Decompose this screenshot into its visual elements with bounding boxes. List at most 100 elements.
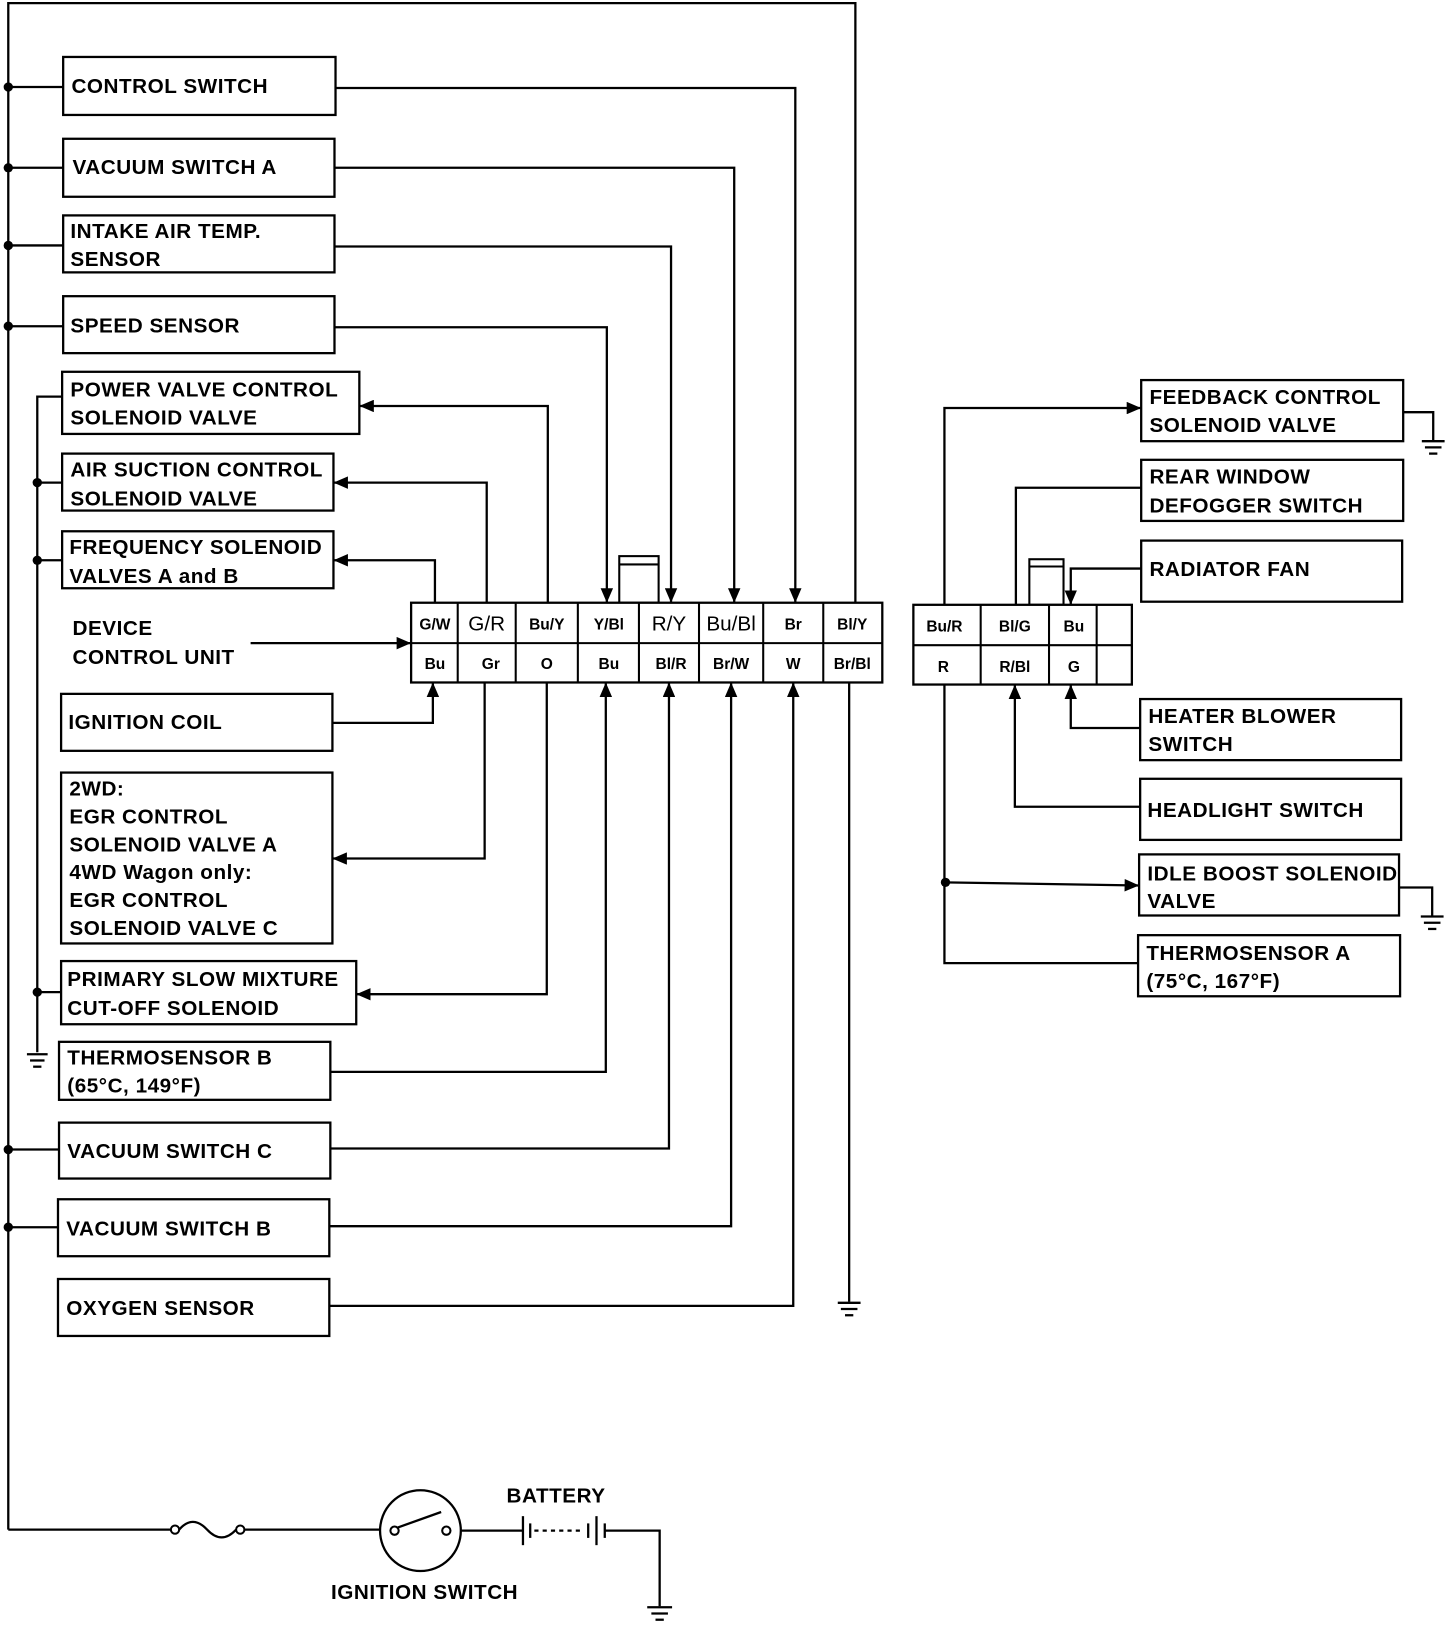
wire-feedback-control bbox=[943, 401, 1142, 605]
intake-air-temp-label-2: SENSOR bbox=[70, 248, 161, 271]
pin-label: Bu/Y bbox=[529, 617, 565, 634]
control-switch-box: CONTROL SWITCH bbox=[62, 55, 337, 117]
feedback-control-label-1: FEEDBACK CONTROL bbox=[1149, 386, 1380, 409]
air-suction-label-2: SOLENOID VALVE bbox=[70, 487, 257, 510]
pin-label: Gr bbox=[482, 656, 500, 673]
power-valve-label-1: POWER VALVE CONTROL bbox=[70, 379, 338, 402]
pin-label: Bu bbox=[425, 656, 446, 673]
connector-2: Bu/R Bl/G Bu R R/Bl G bbox=[912, 558, 1134, 686]
pin-label: Br/W bbox=[713, 656, 750, 673]
intake-air-temp-sensor-box: INTAKE AIR TEMP. SENSOR bbox=[62, 214, 336, 274]
speed-sensor-label: SPEED SENSOR bbox=[70, 314, 240, 337]
frequency-solenoid-label-1: FREQUENCY SOLENOID bbox=[69, 536, 322, 559]
device-control-unit-label-2: CONTROL UNIT bbox=[72, 646, 234, 669]
pin-label: G/R bbox=[468, 613, 505, 636]
pin-label: Bu bbox=[599, 656, 620, 673]
speed-sensor-box: SPEED SENSOR bbox=[62, 295, 336, 355]
ground-symbol-idle-boost bbox=[1420, 915, 1444, 931]
wire-heater-blower bbox=[1064, 684, 1141, 730]
feedback-control-label-2: SOLENOID VALVE bbox=[1149, 414, 1336, 437]
wire-intake-air-temp bbox=[334, 245, 678, 603]
primary-slow-mixture-label-1: PRIMARY SLOW MIXTURE bbox=[67, 968, 338, 991]
thermosensor-a-box: THERMOSENSOR A (75°C, 167°F) bbox=[1136, 934, 1402, 998]
junction-dot bbox=[32, 477, 42, 488]
secondary-ground-bus bbox=[36, 395, 63, 1053]
wire-vacuum-switch-a bbox=[334, 166, 741, 603]
wire-thermosensor-b bbox=[330, 682, 613, 1074]
pin-label: O bbox=[541, 656, 553, 673]
thermosensor-a-label-1: THERMOSENSOR A bbox=[1146, 942, 1350, 965]
ignition-coil-box: IGNITION COIL bbox=[59, 692, 334, 752]
pin-label: Bu bbox=[1064, 619, 1085, 636]
junction-dot bbox=[3, 82, 13, 92]
frequency-solenoid-label-2: VALVES A and B bbox=[69, 565, 238, 588]
air-suction-label-1: AIR SUCTION CONTROL bbox=[70, 458, 323, 481]
connector-1: G/W G/R Bu/Y Y/Bl R/Y Bu/Bl Br Bl/Y Bu G… bbox=[409, 555, 884, 684]
wire-power-valve bbox=[359, 399, 549, 603]
junction-dot bbox=[32, 987, 42, 997]
device-control-unit-label-1: DEVICE bbox=[72, 617, 152, 640]
wire-oxygen-sensor bbox=[329, 682, 800, 1308]
pin-label: Bl/R bbox=[656, 656, 687, 673]
ignition-coil-label: IGNITION COIL bbox=[68, 711, 222, 734]
primary-slow-mixture-box: PRIMARY SLOW MIXTURE CUT-OFF SOLENOID bbox=[59, 959, 358, 1026]
pin-label: R/Y bbox=[652, 613, 687, 636]
junction-dot bbox=[3, 163, 13, 173]
wire-battery-ground bbox=[604, 1529, 661, 1607]
junction-dot bbox=[3, 1144, 13, 1155]
wire-headlight-switch bbox=[1008, 684, 1141, 808]
egr-label-4: 4WD Wagon only: bbox=[69, 861, 252, 884]
oxygen-sensor-box: OXYGEN SENSOR bbox=[56, 1277, 331, 1338]
egr-label-6: SOLENOID VALVE C bbox=[69, 917, 278, 940]
wire-idle-boost-ground bbox=[1399, 886, 1434, 916]
wire-rear-window-defogger bbox=[1014, 486, 1142, 605]
pin-label: R/Bl bbox=[999, 659, 1030, 676]
pin-label: Bl/G bbox=[999, 619, 1031, 636]
rear-window-label-1: REAR WINDOW bbox=[1149, 466, 1310, 489]
wire-radiator-fan bbox=[1064, 567, 1142, 605]
power-valve-label-2: SOLENOID VALVE bbox=[70, 407, 257, 430]
battery-icon bbox=[521, 1516, 606, 1546]
egr-label-3: SOLENOID VALVE A bbox=[69, 833, 277, 856]
radiator-fan-box: RADIATOR FAN bbox=[1140, 539, 1404, 603]
egr-label-5: EGR CONTROL bbox=[69, 889, 228, 912]
junction-dot bbox=[3, 321, 13, 331]
wire-vacuum-switch-b bbox=[329, 682, 738, 1228]
wire-egr-control bbox=[332, 682, 486, 865]
wire-feedback-ground bbox=[1403, 411, 1435, 441]
egr-control-box: 2WD: EGR CONTROL SOLENOID VALVE A 4WD Wa… bbox=[59, 771, 334, 945]
vacuum-switch-b-label: VACUUM SWITCH B bbox=[66, 1217, 271, 1240]
heater-blower-box: HEATER BLOWER SWITCH bbox=[1139, 697, 1403, 762]
wire-control-switch bbox=[335, 86, 802, 603]
thermosensor-b-label-2: (65°C, 149°F) bbox=[67, 1075, 201, 1098]
thermosensor-b-label-1: THERMOSENSOR B bbox=[67, 1047, 272, 1070]
pin-label: Y/Bl bbox=[594, 617, 624, 634]
pin-label: Br bbox=[785, 617, 802, 634]
thermosensor-a-label-2: (75°C, 167°F) bbox=[1146, 970, 1280, 993]
thermosensor-b-box: THERMOSENSOR B (65°C, 149°F) bbox=[57, 1040, 332, 1101]
oxygen-sensor-label: OXYGEN SENSOR bbox=[66, 1297, 255, 1320]
idle-boost-box: IDLE BOOST SOLENOID VALVE bbox=[1137, 853, 1401, 917]
ignition-switch-icon bbox=[378, 1489, 462, 1573]
pin-label: G bbox=[1068, 659, 1080, 676]
wire-idle-boost bbox=[944, 879, 1140, 892]
pin-label: G/W bbox=[419, 617, 450, 634]
vacuum-switch-c-box: VACUUM SWITCH C bbox=[57, 1121, 332, 1180]
pin-label: W bbox=[786, 656, 801, 673]
headlight-switch-label: HEADLIGHT SWITCH bbox=[1147, 799, 1363, 822]
power-valve-box: POWER VALVE CONTROL SOLENOID VALVE bbox=[60, 370, 361, 436]
wire-thermosensor-a bbox=[943, 684, 1139, 965]
wire-primary-slow-mixture bbox=[356, 682, 548, 1001]
wire-frequency-solenoid bbox=[333, 554, 437, 603]
pin-label: Bu/R bbox=[926, 619, 962, 636]
rear-window-defogger-box: REAR WINDOW DEFOGGER SWITCH bbox=[1140, 458, 1405, 523]
ground-symbol-connector bbox=[837, 1301, 861, 1317]
junction-dot bbox=[32, 555, 42, 565]
ground-symbol-left bbox=[26, 1053, 48, 1068]
vacuum-switch-a-box: VACUUM SWITCH A bbox=[62, 137, 336, 198]
egr-label-2: EGR CONTROL bbox=[69, 805, 228, 828]
connector-1-latch bbox=[618, 555, 660, 604]
idle-boost-label-2: VALVE bbox=[1147, 890, 1216, 913]
battery-label: BATTERY bbox=[507, 1485, 606, 1508]
wire-vacuum-switch-c bbox=[330, 682, 676, 1150]
